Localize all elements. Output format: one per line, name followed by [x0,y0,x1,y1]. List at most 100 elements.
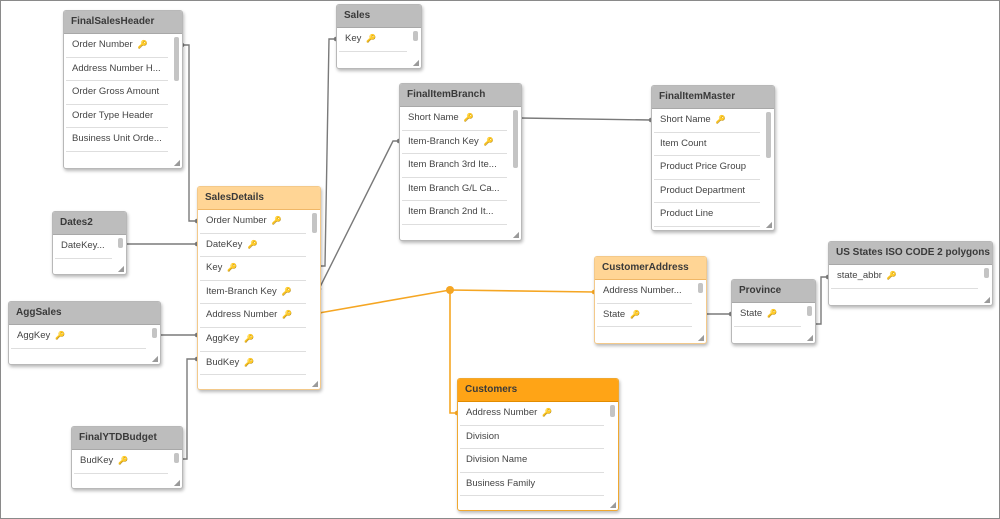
field-row[interactable]: BudKey🔑 [200,352,306,376]
key-icon: 🔑 [715,115,726,124]
field-row[interactable]: Address Number... [597,280,692,304]
scrollbar[interactable] [610,405,615,417]
field-row[interactable]: State🔑 [734,303,801,327]
field-row[interactable]: BudKey🔑 [74,450,168,474]
field-row[interactable]: Short Name🔑 [402,107,507,131]
field-row[interactable]: Order Number🔑 [200,210,306,234]
table-title[interactable]: CustomerAddress [595,257,706,280]
resize-grip-icon[interactable]: ◢ [173,478,180,487]
field-row[interactable]: Division Name [460,449,604,473]
table-agg-sales[interactable]: AggSales AggKey🔑 ◢ [8,301,161,365]
scrollbar[interactable] [513,110,518,168]
link-key[interactable] [319,38,336,267]
table-title[interactable]: FinalSalesHeader [64,11,182,34]
resize-grip-icon[interactable]: ◢ [311,379,318,388]
table-final-ytd-budget[interactable]: FinalYTDBudget BudKey🔑 ◢ [71,426,183,489]
scrollbar[interactable] [766,112,771,158]
field-row[interactable]: DateKey... [55,235,112,259]
resize-grip-icon[interactable]: ◢ [983,295,990,304]
field-row[interactable]: Short Name🔑 [654,109,760,133]
table-sales-details[interactable]: SalesDetails Order Number🔑DateKey🔑Key🔑It… [197,186,321,390]
scrollbar[interactable] [698,283,703,293]
table-title[interactable]: US States ISO CODE 2 polygons [829,242,992,265]
field-row[interactable]: AggKey🔑 [11,325,146,349]
field-row[interactable]: Product Department [654,180,760,204]
scrollbar[interactable] [174,37,179,81]
table-title[interactable]: FinalYTDBudget [72,427,182,450]
table-title[interactable]: SalesDetails [198,187,320,210]
table-title[interactable]: AggSales [9,302,160,325]
field-row[interactable]: state_abbr🔑 [831,265,978,289]
field-list: Short Name🔑Item-Branch Key🔑Item Branch 3… [400,107,521,225]
table-title[interactable]: Sales [337,5,421,28]
resize-grip-icon[interactable]: ◢ [765,220,772,229]
table-title[interactable]: Dates2 [53,212,126,235]
field-row[interactable]: Item-Branch Key🔑 [402,131,507,155]
field-row[interactable]: Item Branch 3rd Ite... [402,154,507,178]
link-short-name[interactable] [519,117,652,121]
field-row[interactable]: Order Type Header [66,105,168,129]
resize-grip-icon[interactable]: ◢ [412,58,419,67]
field-row[interactable]: Division [460,426,604,450]
resize-grip-icon[interactable]: ◢ [173,158,180,167]
table-province[interactable]: Province State🔑 ◢ [731,279,816,344]
field-name: Business Unit Orde... [72,133,162,145]
table-title[interactable]: FinalItemMaster [652,86,774,109]
field-row[interactable]: Product Line [654,203,760,227]
table-final-sales-header[interactable]: FinalSalesHeader Order Number🔑Address Nu… [63,10,183,169]
resize-grip-icon[interactable]: ◢ [512,230,519,239]
scrollbar[interactable] [312,213,317,233]
field-name: Item-Branch Key [206,285,277,297]
field-list: Key🔑 [337,28,421,52]
scrollbar[interactable] [174,453,179,463]
resize-grip-icon[interactable]: ◢ [151,354,158,363]
key-icon: 🔑 [282,310,293,320]
scrollbar[interactable] [807,306,812,316]
field-row[interactable]: Item-Branch Key🔑 [200,281,306,305]
table-final-item-branch[interactable]: FinalItemBranch Short Name🔑Item-Branch K… [399,83,522,241]
resize-grip-icon[interactable]: ◢ [117,264,124,273]
field-row[interactable]: Key🔑 [200,257,306,281]
scrollbar[interactable] [118,238,123,248]
table-us-states-iso-code-2-polygons[interactable]: US States ISO CODE 2 polygons state_abbr… [828,241,993,306]
scrollbar[interactable] [984,268,989,278]
link-budkey[interactable] [181,358,197,460]
resize-grip-icon[interactable]: ◢ [806,333,813,342]
link-address-number[interactable] [318,289,595,314]
field-row[interactable]: Address Number🔑 [200,304,306,328]
scrollbar[interactable] [152,328,157,338]
resize-grip-icon[interactable]: ◢ [697,333,704,342]
resize-grip-icon[interactable]: ◢ [609,500,616,509]
link-address-number-customers[interactable] [449,290,457,414]
field-row[interactable]: Product Price Group [654,156,760,180]
table-sales[interactable]: Sales Key🔑 ◢ [336,4,422,69]
field-row[interactable]: Order Gross Amount [66,81,168,105]
link-item-branch-key[interactable] [318,140,399,290]
field-row[interactable]: Business Family [460,473,604,497]
table-dates2[interactable]: Dates2 DateKey... ◢ [52,211,127,275]
field-row[interactable]: Address Number🔑 [460,402,604,426]
key-icon: 🔑 [463,113,474,122]
link-order-number[interactable] [182,44,197,222]
table-title[interactable]: Province [732,280,815,303]
table-title[interactable]: Customers [458,379,618,402]
link-state-abbr[interactable] [814,276,828,325]
field-row[interactable]: AggKey🔑 [200,328,306,352]
field-row[interactable]: Item Branch G/L Ca... [402,178,507,202]
field-row[interactable]: Address Number H... [66,58,168,82]
field-row[interactable]: Business Unit Orde... [66,128,168,152]
table-customer-address[interactable]: CustomerAddress Address Number...State🔑 … [594,256,707,344]
scrollbar[interactable] [413,31,418,41]
field-row[interactable]: Item Branch 2nd It... [402,201,507,225]
field-list: DateKey... [53,235,126,259]
field-row[interactable]: DateKey🔑 [200,234,306,258]
field-name: Key [206,262,223,274]
field-row[interactable]: Order Number🔑 [66,34,168,58]
field-row[interactable]: Item Count [654,133,760,157]
field-row[interactable]: Key🔑 [339,28,407,52]
table-title[interactable]: FinalItemBranch [400,84,521,107]
field-row[interactable]: State🔑 [597,304,692,328]
